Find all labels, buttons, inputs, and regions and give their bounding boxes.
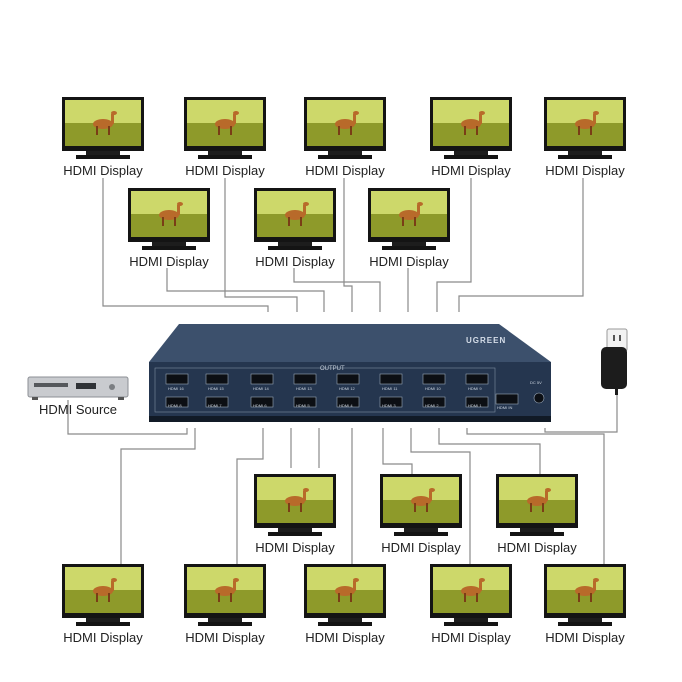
hdmi-display-9: HDMI Display <box>254 474 336 558</box>
hdmi-display-11: HDMI Display <box>496 474 578 558</box>
hub-brand: UGREEN <box>466 336 507 345</box>
tv-monitor-icon <box>304 97 386 159</box>
tv-monitor-icon <box>254 474 336 536</box>
tv-monitor-icon <box>368 188 450 250</box>
display-label: HDMI Display <box>129 254 209 269</box>
hub-port-labels: HDMI 16 HDMI 15 HDMI 14 HDMI 13 HDMI 12 … <box>168 386 482 408</box>
hdmi-display-12: HDMI Display <box>62 564 144 648</box>
display-label: HDMI Display <box>185 630 265 645</box>
tv-monitor-icon <box>304 564 386 626</box>
hdmi-display-8: HDMI Display <box>368 188 450 272</box>
hdmi-display-13: HDMI Display <box>184 564 266 648</box>
hdmi-display-3: HDMI Display <box>304 97 386 181</box>
tv-monitor-icon <box>544 97 626 159</box>
hdmi-display-14: HDMI Display <box>304 564 386 648</box>
display-label: HDMI Display <box>497 540 577 555</box>
hdmi-display-2: HDMI Display <box>184 97 266 181</box>
display-label: HDMI Display <box>305 163 385 178</box>
hdmi-source-device: HDMI Source <box>26 375 130 423</box>
display-label: HDMI Display <box>185 163 265 178</box>
tv-monitor-icon <box>128 188 210 250</box>
display-label: HDMI Display <box>545 630 625 645</box>
tv-monitor-icon <box>544 564 626 626</box>
hdmi-display-6: HDMI Display <box>128 188 210 272</box>
hub-output-label: OUTPUT <box>320 366 345 372</box>
display-label: HDMI Display <box>63 630 143 645</box>
display-label: HDMI Display <box>305 630 385 645</box>
display-label: HDMI Display <box>255 540 335 555</box>
display-label: HDMI Display <box>545 163 625 178</box>
hdmi-splitter-hub <box>141 320 557 428</box>
hdmi-display-7: HDMI Display <box>254 188 336 272</box>
display-label: HDMI Display <box>369 254 449 269</box>
display-label: HDMI Display <box>63 163 143 178</box>
power-plug-icon <box>601 328 628 395</box>
tv-monitor-icon <box>380 474 462 536</box>
tv-monitor-icon <box>496 474 578 536</box>
display-label: HDMI Display <box>381 540 461 555</box>
hub-input-label: HDMI IN <box>497 405 513 410</box>
hub-power-label: DC 5V <box>530 380 542 385</box>
display-label: HDMI Display <box>431 163 511 178</box>
tv-monitor-icon <box>184 97 266 159</box>
hdmi-display-15: HDMI Display <box>430 564 512 648</box>
tv-monitor-icon <box>62 564 144 626</box>
display-label: HDMI Display <box>431 630 511 645</box>
hdmi-display-16: HDMI Display <box>544 564 626 648</box>
tv-monitor-icon <box>184 564 266 626</box>
tv-monitor-icon <box>62 97 144 159</box>
dvd-player-icon <box>27 376 129 400</box>
hdmi-display-5: HDMI Display <box>544 97 626 181</box>
tv-monitor-icon <box>254 188 336 250</box>
hdmi-display-10: HDMI Display <box>380 474 462 558</box>
power-adapter <box>593 327 635 397</box>
hdmi-display-1: HDMI Display <box>62 97 144 181</box>
hdmi-display-4: HDMI Display <box>430 97 512 181</box>
source-label: HDMI Source <box>38 402 118 417</box>
tv-monitor-icon <box>430 564 512 626</box>
tv-monitor-icon <box>430 97 512 159</box>
display-label: HDMI Display <box>255 254 335 269</box>
